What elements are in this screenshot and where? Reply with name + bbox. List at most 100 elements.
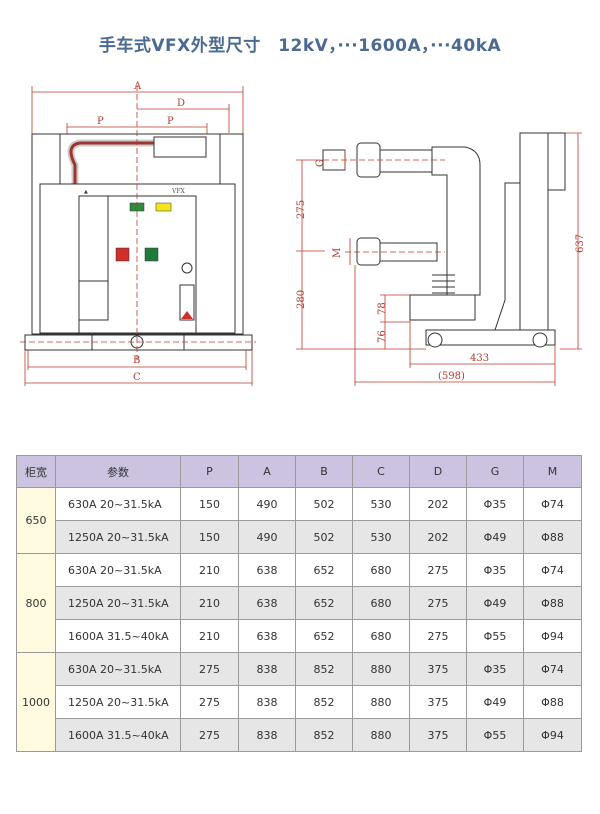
value-cell: Φ35 [466, 487, 524, 521]
dim-a-label: A [133, 81, 142, 92]
value-cell: 210 [180, 553, 239, 587]
value-cell: 880 [352, 685, 410, 719]
value-cell: Φ49 [466, 586, 524, 620]
value-cell: 275 [180, 652, 239, 686]
dim-76-label: 76 [377, 330, 388, 343]
value-cell: Φ35 [466, 652, 524, 686]
value-cell: 680 [352, 619, 410, 653]
value-cell: 150 [180, 520, 239, 554]
value-cell: 838 [238, 685, 296, 719]
value-cell: 652 [295, 619, 353, 653]
dim-275-label: 275 [296, 200, 307, 219]
value-cell: 880 [352, 718, 410, 752]
column-header: A [238, 455, 296, 488]
column-header: D [409, 455, 467, 488]
value-cell: 638 [238, 586, 296, 620]
value-cell: 838 [238, 652, 296, 686]
value-cell: Φ94 [523, 718, 582, 752]
value-cell: 275 [409, 619, 467, 653]
value-cell: 490 [238, 487, 296, 521]
value-cell: 275 [180, 685, 239, 719]
parameter-cell: 1250A 20~31.5kA [55, 520, 181, 554]
parameter-cell: 1250A 20~31.5kA [55, 586, 181, 620]
value-cell: 852 [295, 685, 353, 719]
value-cell: Φ49 [466, 685, 524, 719]
value-cell: 275 [180, 718, 239, 752]
column-header: 柜宽 [16, 455, 56, 488]
indicator-yellow [155, 202, 172, 212]
value-cell: 502 [295, 520, 353, 554]
parameter-cell: 630A 20~31.5kA [55, 553, 181, 587]
value-cell: 530 [352, 520, 410, 554]
dimension-drawing: A D P P ▲ VFX B C G M 275 280 78 76 637 [20, 81, 586, 386]
value-cell: Φ94 [523, 619, 582, 653]
value-cell: Φ55 [466, 718, 524, 752]
value-cell: 530 [352, 487, 410, 521]
value-cell: Φ55 [466, 619, 524, 653]
value-cell: 490 [238, 520, 296, 554]
dim-d-label: D [177, 98, 185, 109]
dim-m-label: M [332, 248, 343, 258]
column-header: M [523, 455, 582, 488]
value-cell: 210 [180, 619, 239, 653]
cabinet-width-cell: 650 [16, 487, 56, 554]
value-cell: Φ88 [523, 520, 582, 554]
dim-280-label: 280 [296, 290, 307, 309]
value-cell: Φ74 [523, 652, 582, 686]
value-cell: Φ74 [523, 487, 582, 521]
parameter-cell: 630A 20~31.5kA [55, 652, 181, 686]
parameter-cell: 1600A 31.5~40kA [55, 619, 181, 653]
value-cell: 502 [295, 487, 353, 521]
open-button-symbol [115, 247, 130, 262]
value-cell: 680 [352, 553, 410, 587]
dim-78-label: 78 [377, 302, 388, 315]
column-header: P [180, 455, 239, 488]
parameter-cell: 1600A 31.5~40kA [55, 718, 181, 752]
value-cell: 202 [409, 520, 467, 554]
value-cell: Φ88 [523, 586, 582, 620]
dim-p-label: P [167, 116, 174, 127]
value-cell: 652 [295, 586, 353, 620]
front-view: A D P P ▲ VFX B C [20, 81, 256, 386]
value-cell: Φ49 [466, 520, 524, 554]
dim-g-label: G [315, 159, 326, 167]
value-cell: 852 [295, 652, 353, 686]
value-cell: 638 [238, 619, 296, 653]
value-cell: 852 [295, 718, 353, 752]
column-header: C [352, 455, 410, 488]
parameter-cell: 1250A 20~31.5kA [55, 685, 181, 719]
dim-433-label: 433 [470, 353, 489, 364]
dim-c-label: C [133, 372, 141, 383]
dim-p-label: P [97, 116, 104, 127]
value-cell: 880 [352, 652, 410, 686]
value-cell: 275 [409, 553, 467, 587]
close-button-symbol [144, 247, 159, 262]
column-header: 参数 [55, 455, 181, 488]
value-cell: 375 [409, 685, 467, 719]
parameter-cell: 630A 20~31.5kA [55, 487, 181, 521]
dim-b-label: B [133, 355, 140, 366]
value-cell: 638 [238, 553, 296, 587]
value-cell: 652 [295, 553, 353, 587]
value-cell: 680 [352, 586, 410, 620]
brand-label: VFX [171, 188, 185, 195]
column-header: G [466, 455, 524, 488]
value-cell: 375 [409, 652, 467, 686]
svg-text:▲: ▲ [84, 189, 88, 195]
value-cell: 838 [238, 718, 296, 752]
dim-598-label: (598) [438, 371, 465, 382]
column-header: B [295, 455, 353, 488]
cabinet-width-cell: 1000 [16, 652, 56, 752]
value-cell: 210 [180, 586, 239, 620]
value-cell: 150 [180, 487, 239, 521]
page-title: 手车式VFX外型尺寸 12kV，···1600A，···40kA [98, 36, 502, 56]
